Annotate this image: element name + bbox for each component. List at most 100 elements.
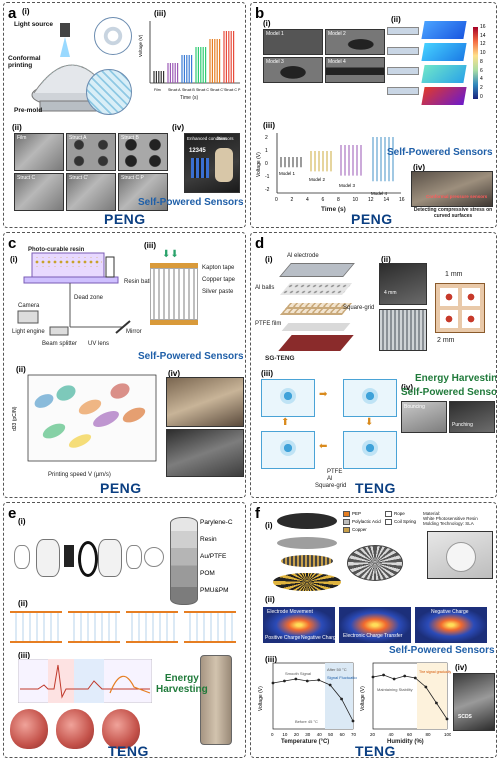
stress-map-2 [421,43,467,61]
x-tick: 20 [294,732,300,737]
cycle-step-3 [261,431,315,469]
sub-label: (iv) [413,163,425,172]
sem-image-struct-c: Struct C [14,173,64,211]
working-state [126,611,178,643]
data-cluster [122,407,146,423]
colorbar-tick: 12 [480,41,486,48]
colorbar [473,27,478,99]
x-tick: 8 [337,197,340,203]
panel-a: a (i) Light source Conformal printing Pr… [3,2,246,228]
x-tick: 0 [275,197,278,203]
energy-harvesting-tag: Energy Harvesting [156,673,208,695]
field-map-2 [339,607,411,643]
arrow-down-icon: ⬇ [365,417,374,428]
sem-image-struct-b: Struct B [118,133,168,171]
field-label-3: Negative Charge [431,609,469,615]
category-label: Struct C P [224,88,241,92]
field-label-1: Electrode Movement [267,609,313,615]
grid-diagram [435,283,485,333]
arrow-up-icon: ⬆ [281,417,290,428]
zoom-circle-top [94,17,132,55]
ecg-trace [20,664,150,699]
sub-label: (ii) [391,15,401,24]
legend-square: Square-grid [315,483,347,489]
mirror-label: Mirror [126,329,142,335]
x-tick: 100 [444,732,451,737]
x-tick: 0 [271,732,274,737]
sub-label: (iv) [455,663,467,672]
svg-text:Before 45 °C: Before 45 °C [295,719,318,724]
sem-image-struct-cp: Struct C P [118,173,168,211]
legend-swatch [343,527,350,533]
y-axis-label: Voltage (V) [258,686,264,711]
x-tick: 12 [368,197,374,203]
y-tick: -2 [265,187,270,193]
press-arrows: ⬇⬇ [162,249,179,260]
panel-letter: d [255,235,265,252]
layer-square-grid [279,303,353,315]
working-state [184,611,236,643]
legend-item: Coil Spring [385,519,416,525]
legend-item: Polylactic Acid [343,519,381,525]
panel-c: c (i) Photo-curable resin Resin bath Cam… [3,232,246,498]
assembled-device [347,545,403,581]
x-tick: 60 [407,732,413,737]
punching-photo: Punching [449,401,495,433]
heart-3 [102,709,140,749]
x-tick: 40 [389,732,395,737]
self-powered-sensors-tag: Self-Powered Sensors [389,645,495,656]
field-map-1 [263,607,335,643]
shoe-photo-1 [166,377,244,427]
device-photo-2 [379,309,427,351]
data-cluster [68,434,92,448]
stress-map-3 [421,65,467,83]
x-tick: 4 [306,197,309,203]
scds-photo: SCDS [453,673,495,731]
x-tick: 50 [328,732,334,737]
category-label: Film [154,88,161,92]
colorbar-tick: 2 [480,84,483,91]
panel-letter: f [255,505,260,522]
layer-ptfe [281,323,351,331]
x-tick: 10 [353,197,359,203]
layer-label: Parylene-C [200,519,233,526]
sub-label: (iii) [265,655,277,664]
dimension-2mm: 2 mm [437,337,455,344]
exploded-device [14,531,164,583]
uv-lens-label: UV lens [88,341,110,347]
camera-label: Camera [18,303,40,309]
field-map-3 [415,607,487,643]
sub-label: (i) [265,521,273,530]
positive-charge-label: Positive Charge [265,635,301,641]
zoom-circle-bottom [86,69,132,115]
x-axis-label: Time (s) [321,206,346,213]
sub-label: (ii) [265,595,275,604]
category-label: Struct A [168,88,181,92]
cycle-step-4 [343,431,397,469]
y-axis-label: Voltage (V) [360,686,366,711]
legend-ptfe: PTFE [327,469,343,475]
x-tick: 10 [282,732,288,737]
sem-image-struct-a: Struct A [66,133,116,171]
y-axis-label: d33 (pC/N) [12,406,18,431]
ptfe-label: PTFE film [255,321,282,327]
disk-mid [277,537,337,549]
panel-title: PENG [100,480,142,496]
y-tick: 2 [265,135,268,141]
legend-item: Rope [385,511,405,517]
negative-charge-label: Negative Charge [301,635,339,641]
data-cluster [110,383,130,399]
material-note: Material: White Photosensitive Resin Mol… [423,511,478,526]
data-cluster [34,394,54,408]
x-tick: 16 [399,197,405,203]
sub-label: (iii) [154,9,166,18]
sim-bar-3 [387,67,419,75]
legend-swatch [385,511,392,517]
x-axis-label: Temperature (°C) [281,739,330,745]
colorbar-tick: 8 [480,58,483,65]
sub-label: (i) [263,19,271,28]
al-electrode-label: Al electrode [287,253,319,259]
